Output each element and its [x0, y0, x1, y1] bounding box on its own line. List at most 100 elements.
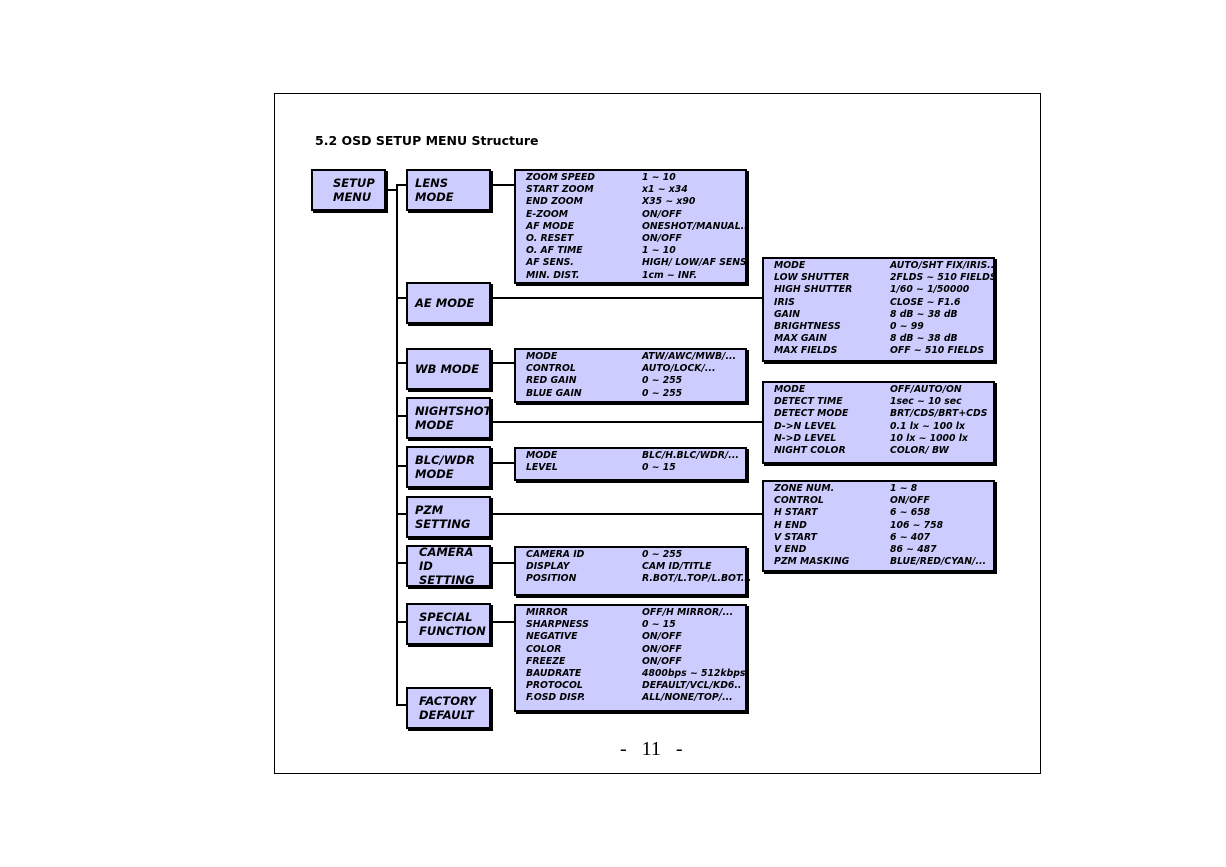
setting-row: O. AF TIME 1 ~ 10 [516, 245, 745, 257]
setting-name: CONTROL [774, 495, 824, 507]
setting-range: 8 dB ~ 38 dB [890, 333, 958, 345]
setting-name: DETECT MODE [774, 408, 849, 420]
connector-blc-detail [489, 462, 515, 464]
setting-name: V START [774, 531, 818, 543]
setting-name: MODE [526, 351, 558, 362]
pzm-setting-line2: SETTING [415, 517, 471, 531]
setting-range: ON/OFF [642, 631, 682, 643]
setting-row: O. RESET ON/OFF [516, 233, 745, 245]
special-function-box: SPECIAL FUNCTION [406, 603, 491, 645]
connector-ae-detail [489, 297, 764, 299]
setting-name: IRIS [774, 296, 795, 308]
setting-range: 0 ~ 15 [642, 619, 676, 631]
setting-name: LEVEL [526, 462, 558, 474]
setting-name: COLOR [526, 643, 562, 655]
setting-name: DISPLAY [526, 561, 570, 573]
lens-mode-label: LENS MODE [415, 176, 454, 204]
setting-name: AF MODE [526, 220, 575, 232]
lens-mode-box: LENS MODE [406, 169, 491, 211]
setting-name: SHARPNESS [526, 619, 589, 631]
setting-range: BRT/CDS/BRT+CDS [890, 408, 988, 420]
page-number: - 11 - [620, 738, 683, 760]
camera-id-setting-line1: CAMERA ID [419, 545, 474, 573]
setting-row: MODE ATW/AWC/MWB/... [516, 351, 745, 363]
connector-nightshot-detail [489, 421, 764, 423]
setting-name: O. AF TIME [526, 245, 583, 257]
page-title: 5.2 OSD SETUP MENU Structure [315, 133, 539, 148]
setting-range: COLOR/ BW [890, 444, 949, 456]
wb-mode-label: WB MODE [415, 362, 480, 376]
setting-range: ATW/AWC/MWB/... [642, 351, 737, 362]
setting-range: 0 ~ 255 [642, 375, 683, 387]
nightshot-mode-line2: MODE [415, 418, 454, 432]
page-frame [274, 93, 1041, 774]
setting-range: 2FLDS ~ 510 FIELDS [890, 272, 997, 284]
pzm-setting-line1: PZM [415, 503, 444, 517]
setting-name: END ZOOM [526, 196, 583, 208]
setting-row: BAUDRATE 4800bps ~ 512kbps [516, 668, 745, 680]
setting-name: CAMERA ID [526, 549, 585, 560]
setting-name: RED GAIN [526, 375, 577, 387]
setting-range: 4800bps ~ 512kbps [642, 667, 746, 679]
connector-wb-detail [489, 362, 515, 364]
connector-ae [396, 297, 408, 299]
setting-range: 0 ~ 15 [642, 462, 676, 474]
connector-wb [396, 362, 408, 364]
setting-range: 0 ~ 255 [642, 387, 683, 399]
setting-name: HIGH SHUTTER [774, 284, 853, 296]
setting-name: AF SENS. [526, 257, 574, 269]
setting-range: R.BOT/L.TOP/L.BOT... [642, 573, 752, 585]
setting-name: O. RESET [526, 232, 574, 244]
setting-range: ON/OFF [642, 208, 682, 220]
connector-nightshot [396, 415, 408, 417]
connector-camid [396, 562, 408, 564]
setting-range: DEFAULT/VCL/KD6.. [642, 680, 742, 692]
setting-name: NEGATIVE [526, 631, 578, 643]
setting-name: CONTROL [526, 363, 576, 375]
setting-range: ON/OFF [642, 655, 682, 667]
setting-range: ON/OFF [642, 232, 682, 244]
nightshot-mode-box: NIGHTSHOT MODE [406, 397, 491, 439]
setting-row: DETECT MODE BRT/CDS/BRT+CDS [764, 408, 993, 420]
camera-id-setting-line2: SETTING [419, 573, 475, 587]
connector-lens-detail [489, 184, 515, 186]
setting-name: H START [774, 507, 818, 519]
setup-menu-box: SETUP MENU [311, 169, 386, 211]
setting-name: N->D LEVEL [774, 432, 837, 444]
setting-name: BAUDRATE [526, 667, 582, 679]
setting-range: BLC/H.BLC/WDR/... [642, 450, 739, 461]
setting-range: HIGH/ LOW/AF SENS [642, 257, 747, 269]
blc-wdr-mode-detail-box: MODE BLC/H.BLC/WDR/... LEVEL 0 ~ 15 [514, 447, 747, 481]
setting-name: DETECT TIME [774, 396, 843, 408]
setting-range: 1cm ~ INF. [642, 269, 697, 281]
setting-range: OFF ~ 510 FIELDS [890, 345, 985, 357]
setting-name: MODE [526, 450, 558, 461]
setting-row: NIGHT COLOR COLOR/ BW [764, 445, 993, 457]
setting-range: 1 ~ 10 [642, 245, 676, 257]
pzm-setting-box: PZM SETTING [406, 496, 491, 538]
special-function-line1: SPECIAL [419, 610, 473, 624]
setting-range: CAM ID/TITLE [642, 561, 712, 573]
setting-name: D->N LEVEL [774, 420, 837, 432]
setting-name: NIGHT COLOR [774, 444, 846, 456]
setting-name: PZM MASKING [774, 556, 850, 568]
setting-range: 1 ~ 8 [890, 483, 918, 494]
setting-row: MODE BLC/H.BLC/WDR/... [516, 450, 745, 462]
